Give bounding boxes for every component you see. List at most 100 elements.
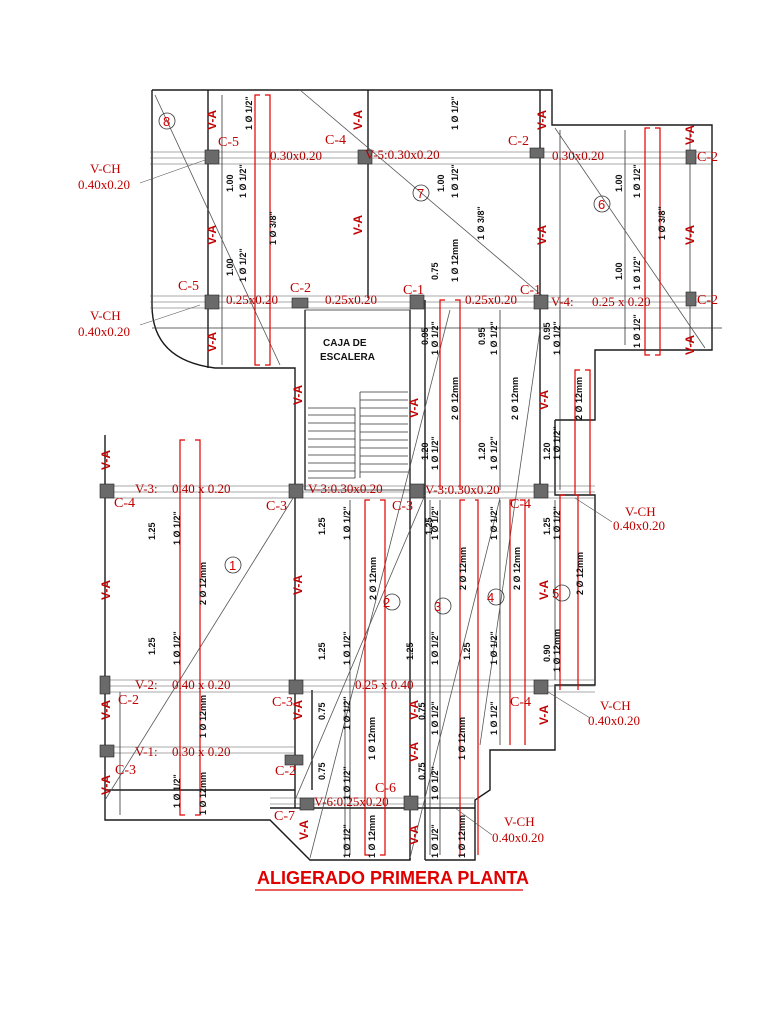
dimension-value: 1.00 bbox=[614, 262, 624, 280]
dimension-labels: 1.00 1.00 1.00 1.00 0.75 1.00 0.95 0.95 … bbox=[147, 174, 624, 780]
rebar-label: 1 Ø 1/2" bbox=[238, 248, 248, 282]
va-label: V-A bbox=[351, 110, 365, 130]
rebar-label: 1 Ø 1/2" bbox=[430, 506, 440, 540]
vch-callout-size: 0.40x0.20 bbox=[492, 830, 544, 845]
beam-label: 0.25 x 0.40 bbox=[355, 677, 414, 692]
rebar-bars bbox=[179, 94, 661, 856]
rebar-label: 1 Ø 1/2" bbox=[489, 321, 499, 355]
va-label: V-A bbox=[407, 825, 421, 845]
vch-callout-label: V-CH bbox=[90, 308, 121, 323]
va-label: V-A bbox=[205, 332, 219, 352]
rebar-label: 1 Ø 1/2" bbox=[342, 824, 352, 858]
vch-callout-size: 0.40x0.20 bbox=[588, 713, 640, 728]
va-label: V-A bbox=[351, 215, 365, 235]
rebar-label: 1 Ø 1/2" bbox=[489, 506, 499, 540]
rebar-label: 1 Ø 1/2" bbox=[632, 314, 642, 348]
va-label: V-A bbox=[683, 125, 697, 145]
rebar-label: 2 Ø 12mm bbox=[368, 557, 378, 600]
beam-label: V-1: bbox=[135, 744, 158, 759]
vch-callouts: V-CH 0.40x0.20 V-CH 0.40x0.20 V-CH 0.40x… bbox=[78, 159, 665, 845]
rebar-label: 1 Ø 1/2" bbox=[430, 436, 440, 470]
column-label: C-2 bbox=[697, 150, 718, 165]
rebar-label: 1 Ø 1/2" bbox=[430, 824, 440, 858]
va-label: V-A bbox=[297, 820, 311, 840]
panel-number: 5 bbox=[552, 586, 559, 601]
beam-label: 0.25x0.20 bbox=[226, 292, 278, 307]
dimension-value: 1.00 bbox=[225, 258, 235, 276]
drawing-title: ALIGERADO PRIMERA PLANTA bbox=[255, 868, 529, 891]
dimension-value: 1.00 bbox=[614, 174, 624, 192]
va-label: V-A bbox=[407, 742, 421, 762]
column-label: C-4 bbox=[114, 496, 135, 511]
beam-labels: V-5:0.30x0.20 0.30x0.20 0.30x0.20 0.25x0… bbox=[135, 147, 651, 809]
rebar-label: 2 Ø 12mm bbox=[450, 377, 460, 420]
dimension-value: 0.75 bbox=[317, 702, 327, 720]
rebar-label: 1 Ø 1/2" bbox=[552, 321, 562, 355]
rebar-label: 1 Ø 1/2" bbox=[489, 701, 499, 735]
dimension-value: 1.25 bbox=[542, 517, 552, 535]
stair-label-line-1: CAJA DE bbox=[323, 338, 367, 349]
column-label: C-6 bbox=[375, 781, 396, 796]
dimension-value: 1.25 bbox=[317, 517, 327, 535]
dimension-value: 1.25 bbox=[424, 517, 434, 535]
rebar-label: 1 Ø 12mm bbox=[552, 629, 562, 672]
rebar-label: 1 Ø 1/2" bbox=[430, 701, 440, 735]
dimension-value: 1.00 bbox=[225, 174, 235, 192]
rebar-label: 1 Ø 1/2" bbox=[342, 766, 352, 800]
dimension-value: 0.95 bbox=[420, 327, 430, 345]
column-label: C-5 bbox=[178, 279, 199, 294]
panel-markers: 8 7 6 1 2 3 4 5 bbox=[158, 112, 611, 615]
dimension-value: 1.25 bbox=[147, 522, 157, 540]
rebar-label: 1 Ø 12mm bbox=[198, 772, 208, 815]
rebar-label: 1 Ø 3/8" bbox=[657, 206, 667, 240]
va-label: V-A bbox=[291, 700, 305, 720]
beam-label: 0.40 x 0.20 bbox=[172, 481, 231, 496]
rebar-label: 1 Ø 1/2" bbox=[450, 96, 460, 130]
vch-callout-size: 0.40x0.20 bbox=[78, 177, 130, 192]
panel-number: 6 bbox=[598, 197, 605, 212]
va-labels: V-A V-A V-A V-A V-A V-A V-A V-A V-A V-A … bbox=[99, 110, 697, 845]
vch-callout-label: V-CH bbox=[625, 504, 656, 519]
dimension-value: 1.25 bbox=[147, 637, 157, 655]
column-label: C-2 bbox=[275, 764, 296, 779]
rebar-label: 2 Ø 12mm bbox=[458, 547, 468, 590]
rebar-label: 1 Ø 1/2" bbox=[489, 436, 499, 470]
rebar-label: 2 Ø 12mm bbox=[510, 377, 520, 420]
va-label: V-A bbox=[407, 700, 421, 720]
dimension-value: 1.25 bbox=[405, 642, 415, 660]
beam-label: V-3: bbox=[135, 481, 158, 496]
column-label: C-2 bbox=[697, 293, 718, 308]
column-label: C-3 bbox=[266, 499, 287, 514]
dimension-value: 0.75 bbox=[417, 762, 427, 780]
rebar-label: 1 Ø 1/2" bbox=[632, 164, 642, 198]
panel-number: 3 bbox=[434, 599, 441, 614]
rebar-label: 1 Ø 1/2" bbox=[342, 696, 352, 730]
dimension-value: 0.75 bbox=[317, 762, 327, 780]
beam-label: 0.30 x 0.20 bbox=[172, 744, 231, 759]
rebar-label: 1 Ø 12mm bbox=[367, 717, 377, 760]
rebar-label: 1 Ø 1/2" bbox=[238, 164, 248, 198]
va-label: V-A bbox=[683, 225, 697, 245]
panel-number: 4 bbox=[487, 590, 494, 605]
rebar-label: 1 Ø 1/2" bbox=[632, 256, 642, 290]
va-label: V-A bbox=[535, 110, 549, 130]
column-label: C-5 bbox=[218, 135, 239, 150]
beam-label: 0.40 x 0.20 bbox=[172, 677, 231, 692]
rebar-label: 2 Ø 12mm bbox=[198, 562, 208, 605]
column-label: C-3 bbox=[115, 763, 136, 778]
column-label: C-4 bbox=[510, 497, 531, 512]
beam-label: V-3:0.30x0.20 bbox=[425, 482, 500, 497]
va-label: V-A bbox=[407, 398, 421, 418]
va-label: V-A bbox=[291, 385, 305, 405]
panel-number: 1 bbox=[229, 558, 236, 573]
rebar-label: 1 Ø 3/8" bbox=[268, 211, 278, 245]
rebar-label: 1 Ø 1/2" bbox=[172, 511, 182, 545]
va-label: V-A bbox=[683, 335, 697, 355]
beam-lines bbox=[105, 151, 722, 805]
rebar-label: 1 Ø 1/2" bbox=[450, 164, 460, 198]
vch-callout-label: V-CH bbox=[90, 161, 121, 176]
beam-label: V-2: bbox=[135, 677, 158, 692]
beam-label: V-6:0.25x0.20 bbox=[314, 794, 389, 809]
va-label: V-A bbox=[205, 110, 219, 130]
